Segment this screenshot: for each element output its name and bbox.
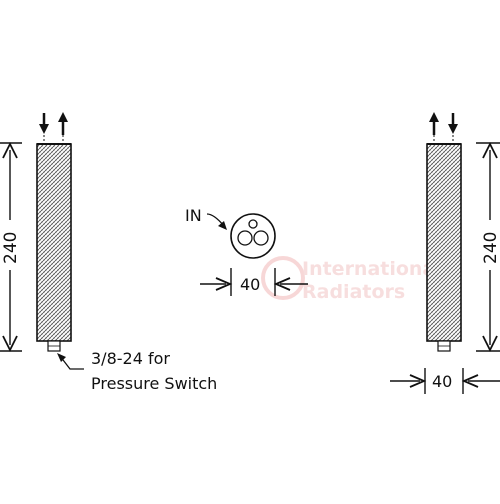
port-face-outer [230,213,276,259]
inlet-arrow-icon [218,221,227,230]
inlet-label: IN [185,206,202,225]
port-right [253,230,269,246]
watermark-logo-icon [261,256,305,300]
center-diameter-label: 40 [240,275,260,294]
port-left [237,230,253,246]
right-flow-arrows [429,112,458,143]
right-diameter-label: 40 [432,372,452,391]
fitting-leader [59,355,84,370]
port-small [248,219,258,229]
left-height-dimension: 240 [0,141,22,353]
center-diameter-dimension: 40 [200,268,308,296]
fitting-note-line1: 3/8-24 for [91,349,170,368]
right-height-dimension: 240 [476,141,500,353]
watermark-line1: International [302,258,442,280]
left-flow-arrows [39,112,68,143]
fitting-note-line2: Pressure Switch [91,374,217,393]
right-height-label: 240 [481,232,500,264]
center-top-view: IN 40 [185,206,308,296]
watermark: International Radiators [261,256,442,303]
right-drier-body [426,143,462,342]
right-drier: 240 40 [390,112,500,394]
left-drier: 240 3/8-24 for Pressure Switch [0,112,217,393]
right-diameter-dimension: 40 [390,368,500,394]
left-drier-body [36,143,72,342]
left-height-label: 240 [1,232,21,264]
watermark-line2: Radiators [302,281,405,303]
